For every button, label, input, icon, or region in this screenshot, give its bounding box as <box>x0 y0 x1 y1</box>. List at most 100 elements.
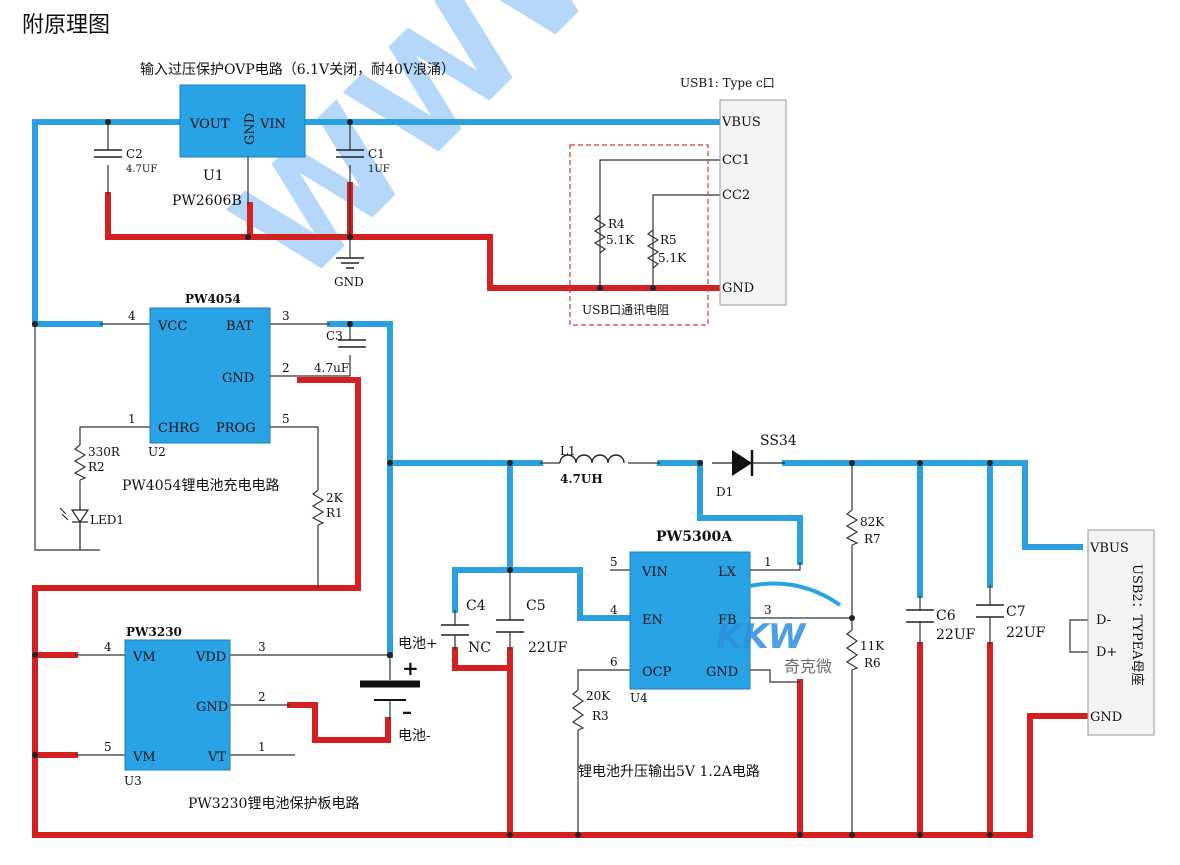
capacitor-c3 <box>338 339 366 348</box>
r6-value: 11K <box>860 639 885 653</box>
ovp-section: 输入过压保护OVP电路（6.1V关闭，耐40V浪涌） VOUT VIN GND … <box>94 62 455 289</box>
led-icon <box>59 505 90 550</box>
u2-ref: U2 <box>148 445 166 459</box>
capacitor-c1 <box>336 149 364 158</box>
chip-pw4054 <box>149 307 271 444</box>
usb1-title: USB1: Type c口 <box>680 76 775 90</box>
chip-pw3230 <box>124 639 231 771</box>
r4-ref: R4 <box>608 217 625 231</box>
r1-value: 2K <box>326 491 344 505</box>
inductor-l1 <box>559 454 625 464</box>
pin-ocp: OCP <box>642 665 672 680</box>
c3-ref: C3 <box>326 329 343 343</box>
c7-ref: C7 <box>1006 604 1026 620</box>
l1-value: 4.7UH <box>560 472 603 486</box>
pin-vin: VIN <box>259 117 286 132</box>
usb2-pin-dp: D+ <box>1096 645 1117 660</box>
resistor-r3 <box>571 689 585 731</box>
pin-bat: BAT <box>226 319 253 334</box>
ovp-title: 输入过压保护OVP电路（6.1V关闭，耐40V浪涌） <box>140 62 455 78</box>
capacitor-c7 <box>976 604 1004 618</box>
usb2-pin-gnd: GND <box>1090 710 1122 725</box>
pin-chrg: CHRG <box>158 421 199 436</box>
battery-plus-sign: + <box>402 656 419 680</box>
c4-value: NC <box>468 640 491 656</box>
pin-gnd-u3: GND <box>196 700 228 715</box>
r7-ref: R7 <box>864 532 881 546</box>
resistor-r4 <box>593 214 607 254</box>
protection-section: PW3230 VM VDD GND VM VT 4 3 2 5 1 U3 PW3… <box>104 625 438 812</box>
r7-value: 82K <box>860 515 885 529</box>
c5-value: 22UF <box>528 640 568 656</box>
d1-value: SS34 <box>760 433 797 449</box>
c4-ref: C4 <box>466 598 486 614</box>
r5-ref: R5 <box>660 233 677 247</box>
usb2-connector <box>1087 529 1155 736</box>
usb1-pin-cc1: CC1 <box>722 153 750 168</box>
usb1-connector <box>719 99 787 306</box>
resistor-r5 <box>646 229 660 269</box>
c2-value: 4.7UF <box>126 164 157 175</box>
ground-icon <box>336 257 364 269</box>
watermark: WWW. <box>202 0 708 315</box>
pin-vdd: VDD <box>195 650 226 665</box>
usb-resistor-label: USB口通讯电阻 <box>582 303 669 317</box>
pin-lx: LX <box>718 565 737 580</box>
c5-ref: C5 <box>526 598 546 614</box>
usb-resistor-box <box>569 144 709 326</box>
u3-chip-name: PW3230 <box>126 625 182 639</box>
c1-ref: C1 <box>368 147 385 161</box>
usb2-pin-vbus: VBUS <box>1089 541 1129 556</box>
charger-caption: PW4054锂电池充电电路 <box>122 478 279 494</box>
u1-ref: U1 <box>203 168 224 184</box>
pin-vout: VOUT <box>189 117 230 132</box>
u3-pin5-num: 5 <box>104 740 112 754</box>
u2-pin1-num: 1 <box>128 412 136 426</box>
pin-en: EN <box>642 613 663 628</box>
c3-value: 4.7uF <box>314 361 349 375</box>
boost-section: L1 4.7UH SS34 D1 PW5300A VIN LX EN FB OC… <box>441 433 1046 780</box>
usb2-section: VBUS D- D+ GND USB2：TYPEA母座 <box>1087 529 1155 736</box>
chip-pw2606b <box>179 84 306 158</box>
protection-caption: PW3230锂电池保护板电路 <box>188 796 359 812</box>
u4-pin4-num: 4 <box>610 603 618 617</box>
pin-gnd: GND <box>243 113 258 145</box>
usb1-pin-vbus: VBUS <box>721 115 761 130</box>
pin-vm2: VM <box>132 750 156 765</box>
diode-d1 <box>712 450 785 476</box>
u2-pin3-num: 3 <box>282 309 290 323</box>
l1-ref: L1 <box>560 444 576 458</box>
u4-ref: U4 <box>630 691 648 705</box>
r2-value: 330R <box>88 445 121 459</box>
r6-ref: R6 <box>864 656 881 670</box>
c7-value: 22UF <box>1006 625 1046 641</box>
c2-ref: C2 <box>126 147 143 161</box>
c6-ref: C6 <box>936 608 956 624</box>
usb1-pin-gnd: GND <box>722 281 754 296</box>
u2-pin2-num: 2 <box>282 361 290 375</box>
usb2-title: USB2：TYPEA母座 <box>1129 564 1144 686</box>
u4-pin5-num: 5 <box>610 555 618 569</box>
battery-negative-label: 电池- <box>398 728 431 744</box>
r4-value: 5.1K <box>606 233 635 247</box>
u4-chip-name: PW5300A <box>656 529 733 545</box>
u4-pin3-num: 3 <box>764 603 772 617</box>
c6-value: 22UF <box>936 627 976 643</box>
resistor-r7 <box>845 509 859 546</box>
capacitor-c5 <box>496 619 524 633</box>
pin-prog: PROG <box>216 421 256 436</box>
r3-value: 20K <box>586 689 611 703</box>
battery-icon <box>360 680 420 701</box>
u2-chip-name: PW4054 <box>185 292 241 306</box>
battery-positive-label: 电池+ <box>398 636 438 652</box>
resistor-r2 <box>73 444 87 481</box>
capacitor-c2 <box>94 149 122 158</box>
r5-value: 5.1K <box>658 251 687 265</box>
page-title: 附原理图 <box>22 13 110 38</box>
led1-ref: LED1 <box>90 513 124 527</box>
kkw-logo: KKW 奇克微 <box>716 581 842 676</box>
pin-vt: VT <box>207 750 226 765</box>
junction-dots <box>32 119 993 838</box>
u2-pin4-num: 4 <box>128 309 136 323</box>
usb1-section: USB1: Type c口 VBUS CC1 CC2 GND R4 5.1K R… <box>569 76 787 326</box>
